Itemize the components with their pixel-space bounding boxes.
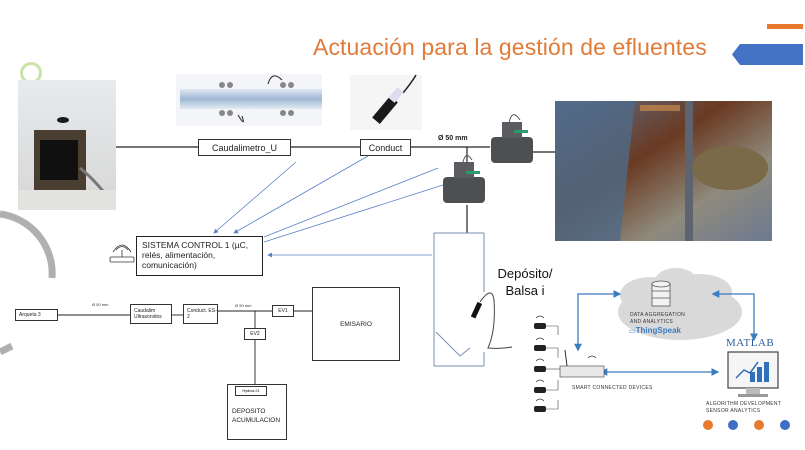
hydros-label: Hydros 21 [242,389,260,393]
thingspeak-label: ThingSpeak [635,326,681,335]
tank-label: Depósito/ Balsa i [497,266,553,298]
blue-arrow-shape [732,44,803,65]
flowmeter-label: Caudalimetro_U [211,142,278,153]
iot-arrows [574,290,758,376]
cloud-label-line1: DATA AGGREGATION [630,312,686,318]
algorithm-label-line2: SENSOR ANALYTICS [706,407,761,414]
tank-photo [555,101,772,241]
signal-lines [213,155,444,258]
dot-blue-1 [728,420,738,430]
conductivity-box: Conduct [360,139,411,156]
bottom-pipe-lines [58,310,312,384]
flowmeter-box: Caudalimetro_U [198,139,291,156]
ev2-valve-box: EV2 [244,328,266,340]
emisario-label: EMISARIO [340,320,372,328]
conductivity-es2-label: Conduct. ES-2 [187,308,217,320]
algorithm-label: ALGORITHM DEVELOPMENT SENSOR ANALYTICS [706,401,802,414]
decorative-grey-arc-2 [0,342,14,356]
conductivity-label: Conduct [368,142,403,153]
arqueta-label: Arqueta 3 [19,312,41,318]
pipe-diameter-2: Ø 50 mm [235,303,252,308]
pipe-diameter-label: Ø 50 mm [438,135,468,142]
arqueta-box: Arqueta 3 [15,309,58,321]
conductivity-es2-box: Conduct. ES-2 [183,304,218,324]
thingspeak-icon: ▭ [629,328,636,335]
cloud-label-line2: AND ANALYTICS [630,318,673,325]
dot-orange-1 [703,420,713,430]
ultrasonic-flowmeter-label: Caudalim Ultrasonidos [134,308,162,320]
matlab-logo: MATLAB [726,337,775,349]
thingspeak-logo: ▭ThingSpeak [629,326,681,335]
smart-devices-label: SMART CONNECTED DEVICES [572,385,653,391]
ultrasonic-flowmeter-photo [176,74,322,126]
emisario-box: EMISARIO [312,287,400,361]
deposito-box: Hydros 21 DEPOSITO ACUMULACION [227,384,287,440]
pit-photo [18,80,116,210]
ev1-valve-box: EV1 [272,305,294,317]
cloud-label: DATA AGGREGATION AND ANALYTICS [630,312,730,325]
solenoid-valve-1 [491,114,533,163]
orange-accent-bar [767,24,803,29]
matlab-monitor-icon [727,351,779,397]
dot-blue-2 [780,420,790,430]
solenoid-valve-2 [443,155,485,203]
level-probe [470,292,513,349]
router-icon [559,349,605,378]
ev1-label: EV1 [278,308,288,314]
hydros-sensor-box: Hydros 21 [235,386,267,396]
deposito-label: DEPOSITO ACUMULACION [232,408,281,424]
algorithm-label-line1: ALGORITHM DEVELOPMENT [706,401,782,407]
slide-title: Actuación para la gestión de efluentes [313,34,707,60]
control-system-box: SISTEMA CONTROL 1 (µC, relés, alimentaci… [136,236,263,276]
control-system-label: SISTEMA CONTROL 1 (µC, relés, alimentaci… [142,240,249,270]
pipe-diameter-1: Ø 50 mm [92,302,109,307]
conductivity-sensor-photo [350,74,422,130]
smart-devices [534,315,560,412]
dot-orange-2 [754,420,764,430]
decorative-grey-arc [0,210,56,279]
ev2-label: EV2 [250,331,260,337]
ultrasonic-flowmeter-box: Caudalim Ultrasonidos [130,304,172,324]
database-icon [651,280,671,307]
storage-tank-outline [433,232,485,367]
wireless-router-icon [109,244,135,263]
